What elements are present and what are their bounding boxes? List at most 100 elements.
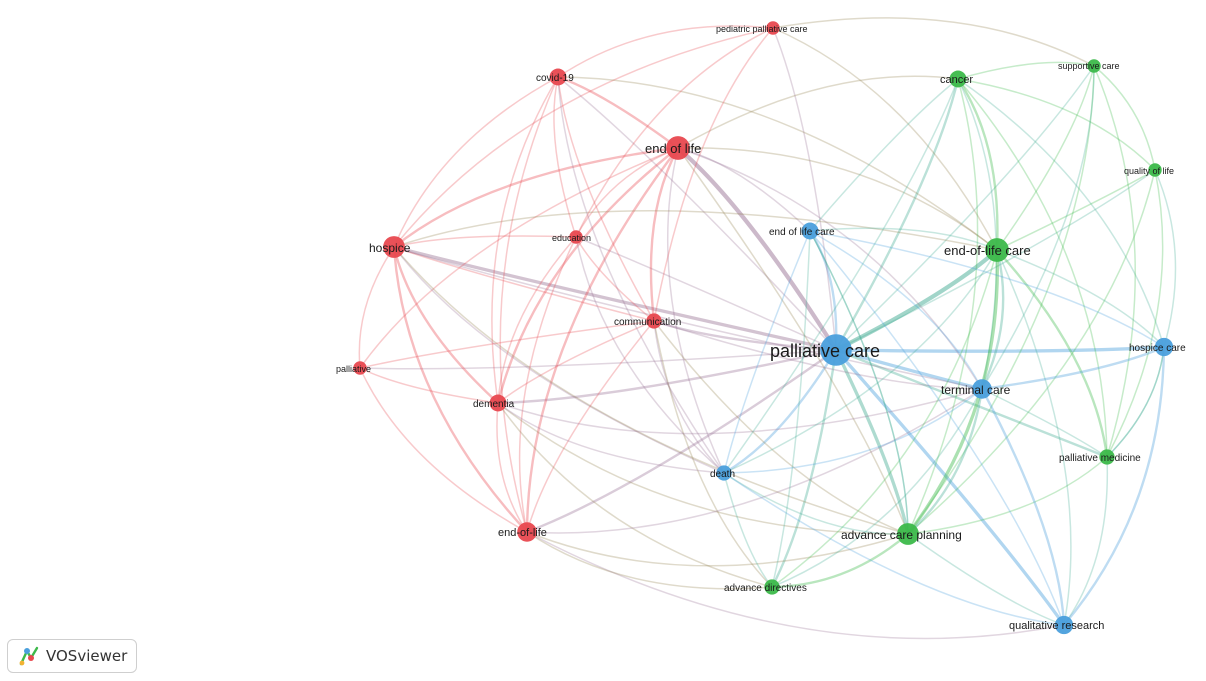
link-hospice-care-qualitative-research [1063,346,1166,626]
link-palliative-care-palliative [359,349,837,370]
node-label-death[interactable]: death [710,469,735,480]
link-covid-19-pediatric-palliative-care [557,25,774,78]
link-hospice-care-palliative-medicine [1106,346,1165,458]
node-label-advance-care-planning[interactable]: advance care planning [841,528,962,542]
node-supportive-care[interactable] [1087,59,1101,73]
node-label-palliative-care[interactable]: palliative care [770,341,880,361]
link-palliative-care-end-of-life-care-hyphen [835,248,999,352]
node-label-pediatric-palliative-care[interactable]: pediatric palliative care [716,24,808,34]
link-end-of-life-hyphen-advance-directives [526,531,773,590]
link-palliative-care-advance-care-planning [834,349,910,535]
node-label-dementia[interactable]: dementia [473,399,515,410]
node-end-of-life[interactable] [666,136,690,160]
link-hospice-care-terminal-care [981,345,1165,391]
link-end-of-life-care-hyphen-advance-care-planning [906,249,999,536]
link-hospice-advance-care-planning [393,246,909,535]
link-quality-of-life-palliative-medicine [1106,169,1164,458]
link-end-of-life-cancer [677,75,959,149]
node-palliative-medicine[interactable] [1099,449,1115,465]
vosviewer-brand-name: VOSviewer [46,647,128,665]
link-terminal-care-qualitative-research [980,388,1066,626]
link-covid-19-communication [557,76,655,322]
node-end-of-life-care[interactable] [801,222,819,240]
link-hospice-dementia [392,246,499,404]
link-palliative-care-supportive-care [835,65,1095,351]
link-pediatric-palliative-care-end-of-life-care-hyphen [772,27,998,251]
node-label-hospice-care[interactable]: hospice care [1129,343,1186,354]
link-covid-19-end-of-life-care-hyphen [557,76,998,251]
node-qualitative-research[interactable] [1054,615,1074,635]
node-label-terminal-care[interactable]: terminal care [941,383,1011,397]
node-dementia[interactable] [489,394,507,412]
node-label-advance-directives[interactable]: advance directives [724,583,807,594]
link-pediatric-palliative-care-education [575,27,774,238]
node-label-end-of-life-care[interactable]: end of life care [769,227,835,238]
node-palliative[interactable] [353,361,367,375]
link-palliative-dementia [359,367,499,404]
node-hospice-care[interactable] [1154,337,1174,357]
node-label-end-of-life-care-hyphen[interactable]: end-of-life care [944,243,1031,258]
link-advance-directives-end-of-life-care [771,230,811,588]
link-end-of-life-care-hyphen-terminal-care [980,249,1005,390]
node-cancer[interactable] [949,70,967,88]
link-end-of-life-care-hyphen-qualitative-research [996,249,1072,626]
link-palliative-care-advance-directives [770,349,838,588]
link-pediatric-palliative-care-communication [653,27,774,322]
link-end-of-life-care-terminal-care [809,230,983,390]
node-death[interactable] [716,465,732,481]
node-label-communication[interactable]: communication [614,317,681,328]
node-label-end-of-life-hyphen[interactable]: end-of-life [498,527,547,539]
node-end-of-life-care-hyphen[interactable] [985,238,1009,262]
link-advance-care-planning-death [723,472,909,535]
node-label-qualitative-research[interactable]: qualitative research [1009,620,1104,632]
link-supportive-care-end-of-life-care-hyphen [996,65,1095,251]
link-palliative-medicine-qualitative-research [1063,456,1109,626]
link-hospice-terminal-care [393,246,983,390]
link-cancer-supportive-care [957,61,1095,80]
node-palliative-care[interactable] [820,334,852,366]
node-label-hospice[interactable]: hospice [369,241,411,255]
node-label-supportive-care[interactable]: supportive care [1058,61,1120,71]
link-death-qualitative-research [723,472,1065,626]
vosviewer-logo-badge[interactable]: VOSviewer [7,639,137,673]
node-advance-directives[interactable] [764,579,780,595]
link-end-of-life-care-hyphen-end-of-life-care [809,227,998,251]
link-end-of-life-hyphen-qualitative-research [526,531,1065,640]
link-hospice-education [393,235,577,248]
link-education-end-of-life-hyphen [518,236,577,533]
node-end-of-life-hyphen[interactable] [517,522,537,542]
node-advance-care-planning[interactable] [897,523,919,545]
link-dementia-end-of-life-hyphen [496,402,528,533]
link-end-of-life-hyphen-advance-care-planning [526,531,909,567]
node-communication[interactable] [646,313,662,329]
link-end-of-life-advance-care-planning [677,147,909,535]
node-covid-19[interactable] [549,68,567,86]
node-education[interactable] [569,230,583,244]
link-supportive-care-advance-care-planning [907,65,1095,535]
node-label-palliative[interactable]: palliative [336,364,371,374]
link-end-of-life-hyphen-terminal-care [526,388,983,534]
node-label-end-of-life[interactable]: end of life [645,141,701,156]
link-palliative-medicine-terminal-care [981,388,1108,458]
link-end-of-life-terminal-care [677,147,983,390]
link-communication-death [653,320,725,474]
link-end-of-life-dementia [496,147,679,404]
node-label-palliative-medicine[interactable]: palliative medicine [1059,453,1141,464]
link-end-of-life-communication [649,147,680,322]
node-hospice[interactable] [383,236,405,258]
link-advance-care-planning-terminal-care [907,388,984,535]
node-pediatric-palliative-care[interactable] [766,21,780,35]
link-end-of-life-covid-19 [557,75,679,149]
node-label-education[interactable]: education [552,233,591,243]
link-education-communication [575,236,655,322]
node-label-cancer[interactable]: cancer [940,74,973,86]
link-end-of-life-education [575,147,679,238]
node-quality-of-life[interactable] [1148,163,1162,177]
link-palliative-care-communication [653,319,837,352]
link-terminal-care-death [723,388,983,474]
node-label-covid-19[interactable]: covid-19 [536,73,574,84]
node-label-quality-of-life[interactable]: quality of life [1124,166,1174,176]
node-terminal-care[interactable] [972,379,992,399]
